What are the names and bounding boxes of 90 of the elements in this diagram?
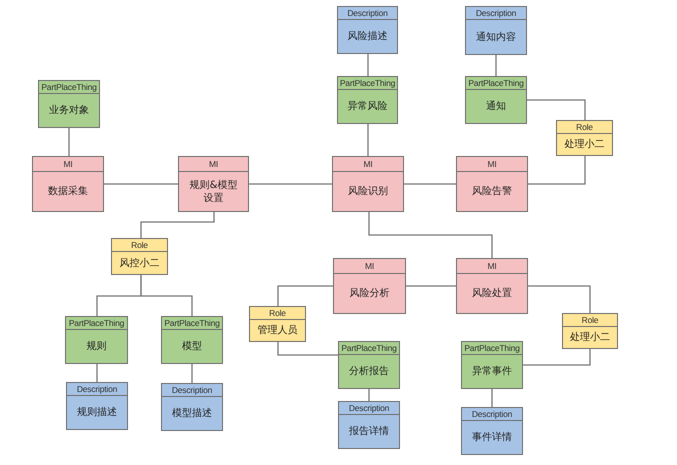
connector-line xyxy=(367,54,369,76)
class-box xyxy=(465,6,527,55)
class-name: 风控小二 xyxy=(120,256,160,270)
connector-line xyxy=(523,349,591,366)
connector-line xyxy=(140,275,193,316)
class-box xyxy=(337,76,398,124)
class-name: 数据采集 xyxy=(48,185,88,198)
stereotype-header: PartPlaceThing xyxy=(39,81,99,94)
connector-line xyxy=(191,364,193,383)
class-box xyxy=(161,383,223,431)
connector-line xyxy=(495,55,497,76)
class-box xyxy=(65,316,128,364)
class-box xyxy=(161,316,223,364)
connector-line xyxy=(368,389,370,401)
connector-line xyxy=(527,99,586,120)
stereotype-header: PartPlaceThing xyxy=(338,77,397,90)
class-name: 风险处置 xyxy=(472,287,512,300)
stereotype-header: MI xyxy=(333,157,403,172)
class-box xyxy=(338,341,400,389)
stereotype-header: PartPlaceThing xyxy=(66,317,127,330)
class-name: 风险识别 xyxy=(348,185,388,198)
class-box xyxy=(461,407,523,455)
stereotype-header: Role xyxy=(250,307,305,320)
class-name: 业务对象 xyxy=(49,104,89,117)
class-name: 规则&模型设置 xyxy=(188,178,238,204)
class-box xyxy=(249,306,306,342)
connector-line xyxy=(104,183,178,185)
class-name: 事件详情 xyxy=(472,431,512,444)
stereotype-header: MI xyxy=(457,259,527,274)
stereotype-header: MI xyxy=(33,157,103,172)
connector-line xyxy=(68,128,70,156)
class-box xyxy=(461,341,523,389)
class-box xyxy=(111,238,168,275)
class-name: 规则 xyxy=(86,340,106,353)
stereotype-header: Description xyxy=(339,402,399,415)
class-name: 处理小二 xyxy=(564,138,604,151)
connector-line xyxy=(249,183,332,185)
stereotype-header: MI xyxy=(457,157,527,172)
stereotype-header: Description xyxy=(162,384,222,397)
class-box xyxy=(337,6,398,54)
stereotype-header: Description xyxy=(338,7,397,20)
connector-line xyxy=(491,389,493,407)
stereotype-header: Description xyxy=(462,408,522,421)
connector-line xyxy=(96,364,98,382)
class-name: 管理人员 xyxy=(258,324,298,337)
class-box xyxy=(32,156,104,212)
class-box xyxy=(465,76,527,124)
connector-line xyxy=(140,212,215,238)
class-box xyxy=(456,258,528,314)
class-box xyxy=(562,313,618,349)
connector-line xyxy=(368,212,493,258)
stereotype-header: MI xyxy=(334,259,405,274)
connector-line xyxy=(406,285,456,287)
class-box xyxy=(338,401,400,449)
class-name: 风险分析 xyxy=(350,287,390,300)
stereotype-header: PartPlaceThing xyxy=(466,77,526,90)
class-name: 模型描述 xyxy=(172,407,212,420)
class-box xyxy=(66,382,128,430)
class-box xyxy=(333,258,406,314)
class-box xyxy=(456,156,528,212)
class-name: 通知 xyxy=(486,100,506,113)
class-box xyxy=(556,120,613,156)
class-name: 通知内容 xyxy=(476,30,516,44)
class-box xyxy=(332,156,404,212)
connector-line xyxy=(404,183,456,185)
connector-line xyxy=(367,124,369,156)
class-name: 规则描述 xyxy=(77,406,117,419)
stereotype-header: Role xyxy=(557,121,612,134)
class-name: 报告详情 xyxy=(349,425,389,438)
class-name: 处理小二 xyxy=(570,331,610,344)
class-name: 风险描述 xyxy=(348,30,388,43)
class-box xyxy=(178,156,249,212)
stereotype-header: Role xyxy=(112,239,167,252)
connector-line xyxy=(277,342,338,356)
stereotype-header: PartPlaceThing xyxy=(162,317,222,330)
connector-line xyxy=(528,285,591,313)
class-name: 风险告警 xyxy=(472,185,512,198)
stereotype-header: PartPlaceThing xyxy=(339,342,399,355)
class-name: 异常事件 xyxy=(472,365,512,378)
stereotype-header: Role xyxy=(563,314,617,327)
class-name: 异常风险 xyxy=(348,100,388,113)
stereotype-header: Description xyxy=(67,383,127,396)
connector-line xyxy=(528,156,586,185)
class-name: 分析报告 xyxy=(349,365,389,378)
class-name: 模型 xyxy=(182,340,202,353)
connector-line xyxy=(277,285,333,306)
stereotype-header: MI xyxy=(179,157,248,172)
class-box xyxy=(38,80,100,128)
stereotype-header: Description xyxy=(466,7,526,20)
stereotype-header: PartPlaceThing xyxy=(462,342,522,355)
